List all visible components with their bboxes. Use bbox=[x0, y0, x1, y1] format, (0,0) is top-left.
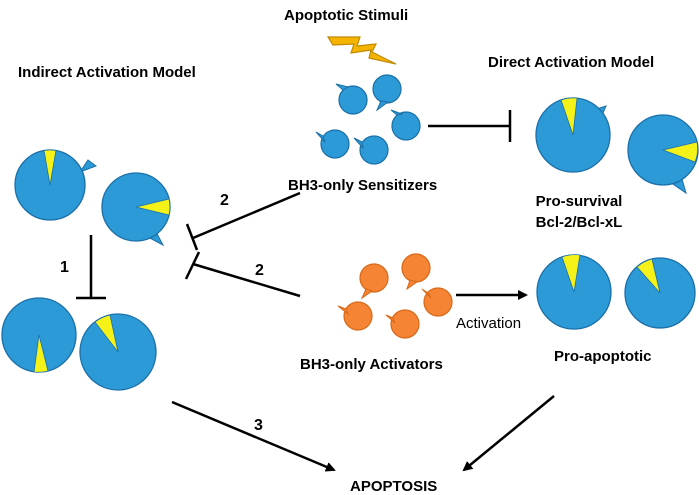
bh3-sensitizer-cells bbox=[315, 74, 421, 165]
direct-prosurvival-cell bbox=[535, 97, 611, 173]
direct-proapoptotic-cell bbox=[624, 257, 696, 329]
sensitizer-cell bbox=[390, 109, 421, 141]
step-2-sensitizer-line bbox=[192, 191, 301, 240]
direct-proapoptotic-cell bbox=[536, 254, 612, 330]
sensitizer-cell bbox=[353, 135, 389, 165]
step-1-label: 1 bbox=[60, 259, 69, 276]
bh3-sensitizers-label: BH3-only Sensitizers bbox=[288, 177, 437, 194]
activator-cell bbox=[421, 287, 453, 317]
sensitizer-cell bbox=[335, 83, 368, 115]
direct-model-title: Direct Activation Model bbox=[488, 54, 654, 71]
step-2-sensitizer-label: 2 bbox=[220, 192, 229, 209]
apoptotic-stimuli-label: Apoptotic Stimuli bbox=[284, 7, 408, 24]
step-2-activator-line bbox=[192, 262, 301, 298]
bh3-activators-label: BH3-only Activators bbox=[300, 356, 443, 373]
sensitizer-cell bbox=[315, 129, 350, 159]
bh3-activator-cells bbox=[337, 253, 453, 339]
indirect-prosurvival-cell bbox=[101, 172, 171, 247]
proapoptotic-to-apoptosis-arrow bbox=[462, 395, 555, 472]
sensitizer-cell bbox=[372, 74, 402, 112]
indirect-model-title: Indirect Activation Model bbox=[18, 64, 196, 81]
activator-cell bbox=[337, 301, 373, 331]
step-2-activator-label: 2 bbox=[255, 262, 264, 279]
bcl2-bclxl-label: Bcl-2/Bcl-xL bbox=[536, 214, 623, 231]
lightning-bolt-icon bbox=[326, 36, 397, 65]
activator-cell bbox=[385, 309, 420, 339]
step-3-label: 3 bbox=[254, 417, 263, 434]
connector-lines bbox=[76, 110, 555, 472]
prosurvival-label: Pro-survival bbox=[536, 193, 623, 210]
activation-label: Activation bbox=[456, 315, 521, 332]
activator-cell bbox=[401, 253, 431, 291]
direct-prosurvival-cell bbox=[627, 114, 699, 195]
activator-cell bbox=[359, 263, 389, 300]
indirect-proapoptotic-cell bbox=[79, 313, 157, 391]
indirect-prosurvival-cell bbox=[14, 149, 98, 221]
inhibition-bar bbox=[184, 251, 201, 280]
apoptosis-label: APOPTOSIS bbox=[350, 478, 437, 495]
indirect-proapoptotic-cell bbox=[1, 297, 77, 373]
inhibition-bar bbox=[185, 223, 199, 251]
step-3-arrow bbox=[171, 400, 336, 472]
proapoptotic-label: Pro-apoptotic bbox=[554, 348, 652, 365]
